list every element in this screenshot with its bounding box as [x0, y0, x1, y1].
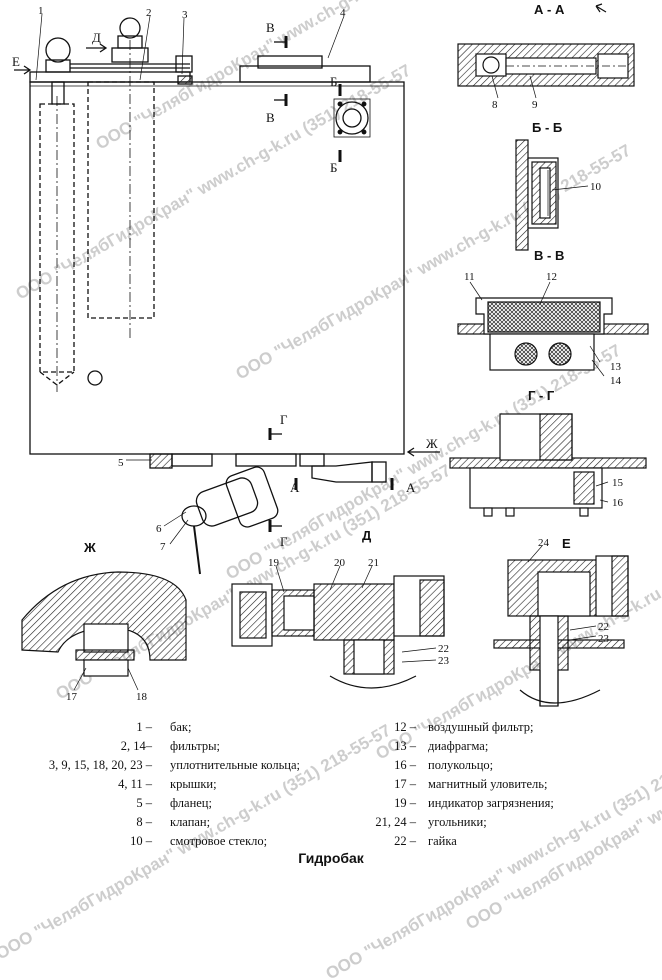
view-marker-zh: Ж	[426, 436, 438, 451]
legend-left-text-5: клапан;	[170, 815, 211, 829]
callout-22-e: 22	[598, 621, 609, 633]
legend-left-num-6: 10 –	[130, 834, 152, 848]
callout-15: 15	[612, 477, 624, 489]
legend-left-num-3: 4, 11 –	[118, 777, 152, 791]
view-marker-g-bottom: Г	[280, 534, 288, 549]
legend-right-num-5: 21, 24 –	[375, 815, 416, 829]
main-tank-view	[14, 13, 440, 575]
view-d	[231, 565, 445, 689]
callout-7: 7	[160, 541, 166, 553]
callout-1: 1	[38, 5, 44, 17]
view-e	[493, 545, 629, 707]
legend-right-text-2: полукольцо;	[428, 758, 494, 772]
callout-16: 16	[612, 497, 624, 509]
legend-left-num-0: 1 –	[136, 720, 152, 734]
callout-8: 8	[492, 99, 498, 111]
callout-5: 5	[118, 457, 124, 469]
legend-right-num-4: 19 –	[394, 796, 416, 810]
section-vv	[457, 281, 649, 377]
section-title-zh: Ж	[83, 540, 96, 555]
callout-13: 13	[610, 361, 622, 373]
legend-left-num-1: 2, 14–	[120, 739, 152, 753]
view-marker-d: Д	[92, 30, 101, 45]
view-zh	[21, 571, 187, 691]
view-marker-v-top: В	[266, 20, 275, 35]
callout-22-d: 22	[438, 643, 449, 655]
callout-labels: 1 2 3 4 5 6 7 8 9 10 11 12 13 14 15 16 1…	[38, 5, 624, 703]
view-marker-a-right: А	[406, 480, 416, 495]
legend-left-text-3: крышки;	[170, 777, 217, 791]
legend-right-text-6: гайка	[428, 834, 457, 848]
section-gg	[449, 413, 647, 517]
legend-right-num-3: 17 –	[394, 777, 416, 791]
section-title-gg: Г - Г	[528, 388, 555, 403]
section-title-vv: В - В	[534, 248, 564, 263]
legend-left-num-4: 5 –	[136, 796, 152, 810]
legend-left-num-5: 8 –	[136, 815, 152, 829]
section-aa	[457, 3, 635, 99]
callout-17: 17	[66, 691, 78, 703]
drawing-title: Гидробак	[298, 850, 364, 866]
tank-body	[29, 81, 405, 455]
legend-right-num-1: 13 –	[394, 739, 416, 753]
callout-18: 18	[136, 691, 148, 703]
watermark: ООО "ЧелябГидроКран" www.ch-g-k.ru (351)…	[13, 61, 415, 304]
legend-right-num-6: 22 –	[394, 834, 416, 848]
legend-left-text-2: уплотнительные кольца;	[170, 758, 300, 772]
callout-2: 2	[146, 7, 152, 19]
legend-left-text-0: бак;	[170, 720, 192, 734]
section-title-e: Е	[562, 536, 571, 551]
callout-14: 14	[610, 375, 622, 387]
callout-19: 19	[268, 557, 280, 569]
callout-21: 21	[368, 557, 379, 569]
section-bb	[515, 139, 589, 251]
legend-right-num-0: 12 –	[394, 720, 416, 734]
view-marker-e: Е	[12, 54, 20, 69]
legend-right-text-1: диафрагма;	[428, 739, 489, 753]
callout-9: 9	[532, 99, 538, 111]
legend-right-text-5: угольники;	[428, 815, 487, 829]
callout-10: 10	[590, 181, 602, 193]
callout-20: 20	[334, 557, 346, 569]
callout-23-d: 23	[438, 655, 450, 667]
legend-right-num-2: 16 –	[394, 758, 416, 772]
callout-6: 6	[156, 523, 162, 535]
view-marker-a-left: А	[290, 480, 300, 495]
legend-left-text-1: фильтры;	[170, 739, 220, 753]
callout-4: 4	[340, 7, 346, 19]
section-title-aa: А - А	[534, 2, 565, 17]
callout-23-e: 23	[598, 633, 610, 645]
view-marker-v-bottom: В	[266, 110, 275, 125]
callout-3: 3	[182, 9, 188, 21]
legend-right-text-4: индикатор загрязнения;	[428, 796, 554, 810]
callout-12: 12	[546, 271, 557, 283]
section-title-bb: Б - Б	[532, 120, 562, 135]
legend-left-num-2: 3, 9, 15, 18, 20, 23 –	[48, 758, 152, 772]
legend-right-text-0: воздушный фильтр;	[428, 720, 534, 734]
legend-right-text-3: магнитный уловитель;	[428, 777, 548, 791]
callout-11: 11	[464, 271, 475, 283]
view-marker-b-top: Б	[330, 74, 337, 89]
legend-left-text-4: фланец;	[170, 796, 212, 810]
view-marker-g-top: Г	[280, 412, 288, 427]
section-title-d: Д	[362, 528, 372, 543]
legend-left-text-6: смотровое стекло;	[170, 834, 268, 848]
view-marker-b-bottom: Б	[330, 160, 337, 175]
callout-24: 24	[538, 537, 550, 549]
